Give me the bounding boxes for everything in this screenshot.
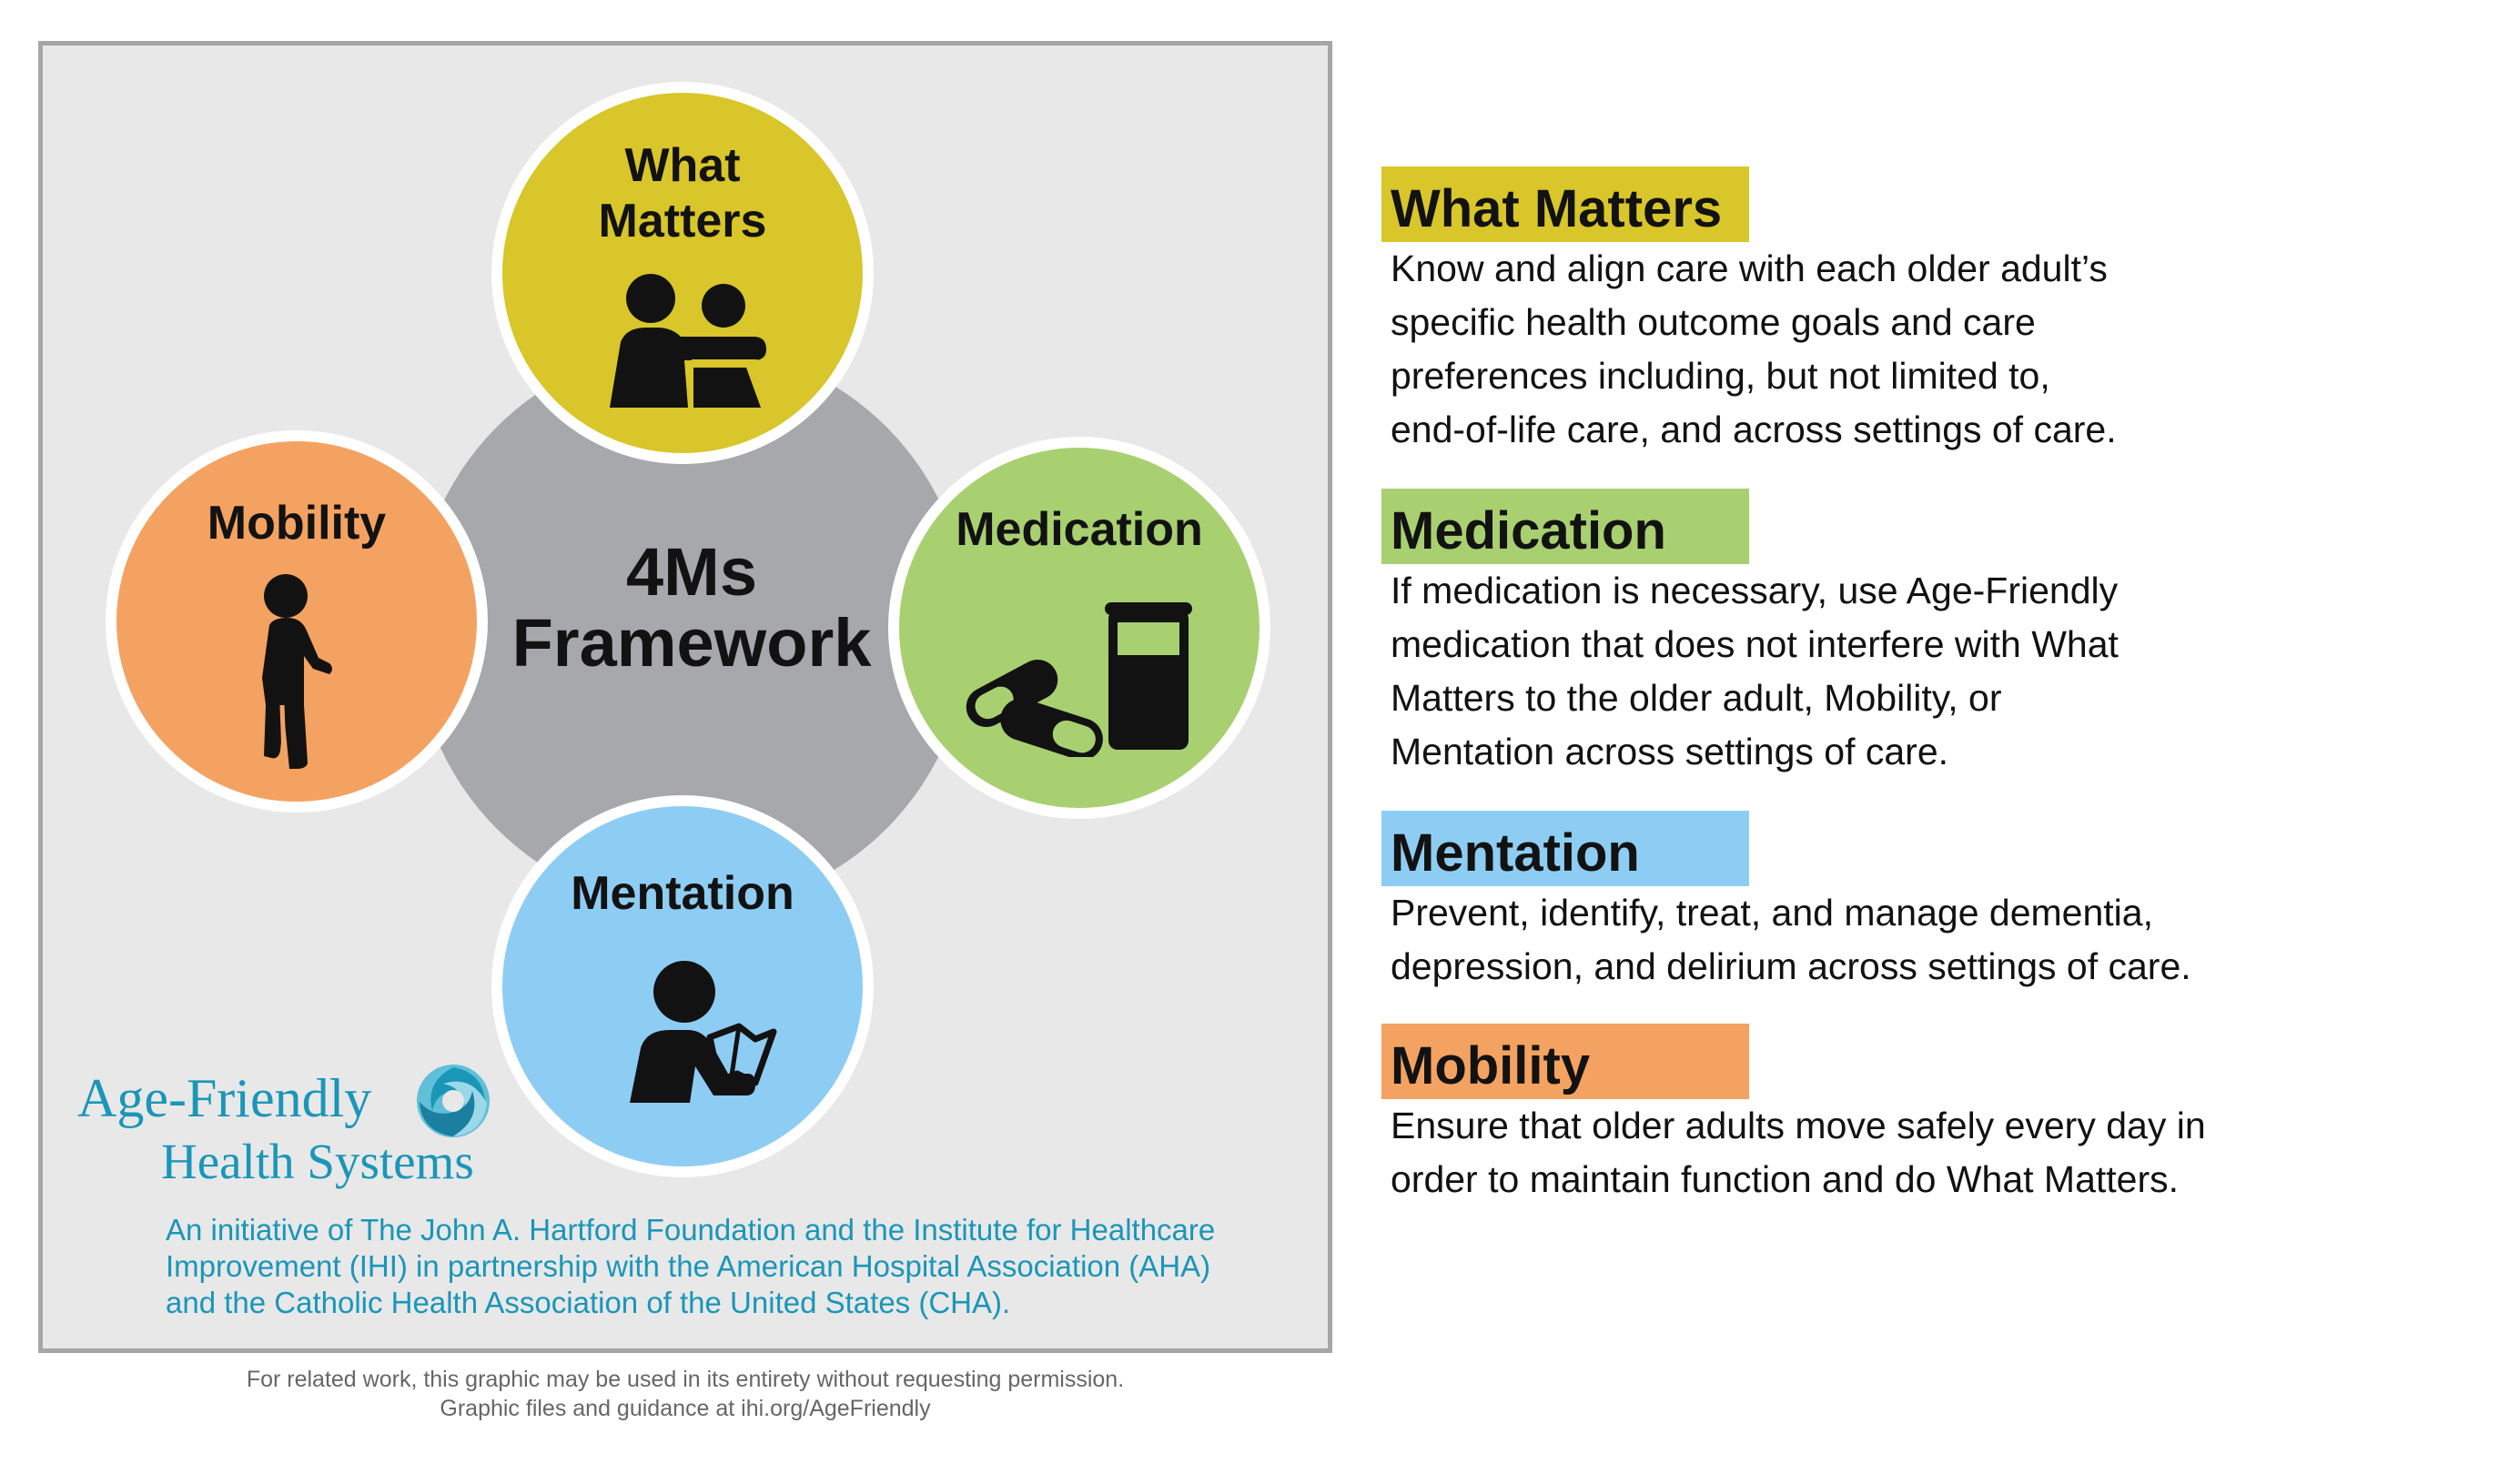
mobility-circle-label: Mobility: [207, 497, 387, 550]
legend-line: Mentation across settings of care.: [1391, 731, 1949, 772]
legend-line: specific health outcome goals and care: [1391, 301, 2036, 343]
legend-medication-description: If medication is necessary, use Age-Frie…: [1381, 564, 2455, 779]
swirl-icon: [417, 1065, 490, 1137]
person-reading-icon: [630, 961, 777, 1103]
legend-what-matters-description: Know and align care with each older adul…: [1381, 242, 2455, 457]
legend-what-matters: What Matters Know and align care with ea…: [1381, 167, 2455, 457]
legend-medication-title: Medication: [1381, 489, 1749, 564]
legend-line: If medication is necessary, use Age-Frie…: [1391, 570, 2119, 611]
mentation-circle-label: Mentation: [571, 867, 794, 920]
hub-title-line1: 4Ms: [626, 534, 757, 610]
initiative-line2: Improvement (IHI) in partnership with th…: [166, 1249, 1211, 1283]
legend-mentation-title: Mentation: [1381, 811, 1749, 886]
permission-line2: Graphic files and guidance at ihi.org/Ag…: [440, 1396, 931, 1421]
permission-note: For related work, this graphic may be us…: [38, 1365, 1332, 1423]
medication-circle-label: Medication: [956, 503, 1203, 556]
legend-line: order to maintain function and do What M…: [1391, 1158, 2180, 1200]
legend-line: medication that does not interfere with …: [1391, 623, 2119, 665]
legend-line: Ensure that older adults move safely eve…: [1391, 1105, 2206, 1146]
logo-line1: Age-Friendly: [77, 1068, 372, 1128]
legend-medication: Medication If medication is necessary, u…: [1381, 489, 2455, 779]
legend-mobility-description: Ensure that older adults move safely eve…: [1381, 1099, 2455, 1206]
two-people-embrace-icon: [610, 274, 766, 408]
what-matters-label-line1: What: [624, 139, 741, 192]
pills-and-bottle-icon: [966, 602, 1192, 757]
what-matters-circle-label: What Matters: [502, 138, 863, 249]
legend-line: Matters to the older adult, Mobility, or: [1391, 677, 2002, 719]
legend-line: Prevent, identify, treat, and manage dem…: [1391, 892, 2153, 934]
hub-title: 4Ms Framework: [460, 537, 924, 679]
initiative-line1: An initiative of The John A. Hartford Fo…: [166, 1213, 1216, 1247]
initiative-text: An initiative of The John A. Hartford Fo…: [166, 1212, 1312, 1321]
medication-circle: Medication: [888, 437, 1270, 819]
legend-line: depression, and delirium across settings…: [1391, 945, 2191, 987]
mobility-circle: Mobility: [106, 430, 488, 813]
legend-line: Know and align care with each older adul…: [1391, 247, 2108, 289]
legend-mobility-title: Mobility: [1381, 1024, 1749, 1099]
legend-mentation-description: Prevent, identify, treat, and manage dem…: [1381, 886, 2455, 994]
legend-what-matters-title: What Matters: [1381, 167, 1749, 242]
permission-line1: For related work, this graphic may be us…: [246, 1367, 1125, 1392]
legend-line: preferences including, but not limited t…: [1391, 355, 2050, 397]
walking-person-icon: [262, 574, 332, 769]
hub-title-line2: Framework: [511, 605, 872, 681]
age-friendly-logo: Age-Friendly Health Systems: [77, 1060, 514, 1196]
legend-mentation: Mentation Prevent, identify, treat, and …: [1381, 811, 2455, 994]
legend-line: end-of-life care, and across settings of…: [1391, 409, 2117, 450]
initiative-line3: and the Catholic Health Association of t…: [166, 1286, 1011, 1319]
mentation-circle: Mentation: [491, 795, 874, 1177]
logo-line2: Health Systems: [161, 1134, 474, 1189]
legend-mobility: Mobility Ensure that older adults move s…: [1381, 1024, 2455, 1206]
what-matters-label-line2: Matters: [598, 195, 767, 247]
what-matters-circle: What Matters: [491, 82, 874, 464]
